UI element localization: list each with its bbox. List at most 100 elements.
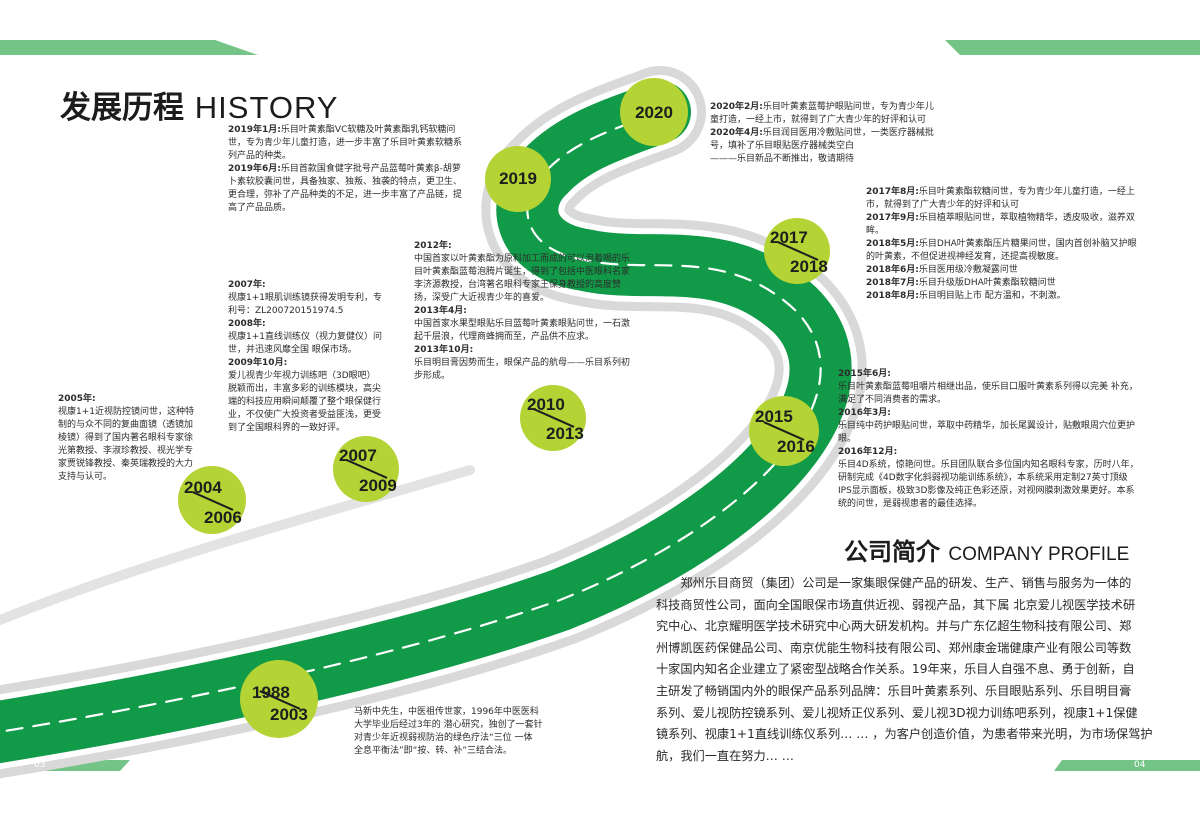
badge-2019: 2019 <box>485 146 551 212</box>
badge-year-2006: 2006 <box>204 508 242 527</box>
text-heading: 2019年1月: <box>228 125 281 135</box>
text-heading: 2020年2月: <box>710 102 763 112</box>
badge-year-2015: 2015 <box>755 407 793 426</box>
text-line: 家贾锐锋教授、秦英瑞教授的大力 <box>58 459 194 469</box>
text-heading: 2016年3月: <box>838 408 891 418</box>
profile-line: 郑州乐目商贸（集团）公司是一家集眼保健产品的研发、生产、销售与服务为一体的 <box>656 576 1132 590</box>
profile-line: 科技商贸性公司，面向全国眼保市场直供近视、弱视产品，其下属 北京爱儿视医学技术研 <box>656 597 1136 612</box>
text-line: 卜素软胶囊问世，具备独家、独叛、独袭的特点，更卫生、 <box>228 177 463 187</box>
badge-2017-2018: 2017 2018 <box>764 218 830 284</box>
text-line: 乐目明目膏因势而生，眼保产品的航母——乐目系列初 <box>414 358 631 368</box>
profile-line: 州博凯医药保健品公司、南京优能生物科技有限公司、郑州康金瑞健康产业有限公司等数 <box>656 640 1132 655</box>
profile-line: 系列、爱儿视防控镜系列、爱儿视矫正仪系列、爱儿视3D视力训练吧系列，视康1+1保… <box>656 705 1138 720</box>
text-line: 视康1+1近视防控镜问世，这种特 <box>58 407 194 417</box>
text-line: 扬，深受广大近视青少年的喜爱。 <box>414 293 550 303</box>
profile-line: 主研发了畅销国内外的眼保产品系列品牌：乐目叶黄素系列、乐目眼贴系列、乐目明目膏 <box>656 683 1132 698</box>
badge-year-2009: 2009 <box>359 476 397 495</box>
badge-year-1988: 1988 <box>252 683 290 702</box>
text-line: ———乐目新品不断推出，敬请期待 <box>710 154 855 164</box>
text-heading: 2020年4月: <box>710 128 763 138</box>
top-right-band <box>945 40 1200 55</box>
text-line: 乐目升级版DHA叶黄素酯软糖问世 <box>918 278 1056 288</box>
text-line: 眸。 <box>866 226 885 236</box>
company-profile-body: 郑州乐目商贸（集团）公司是一家集眼保健产品的研发、生产、销售与服务为一体的 科技… <box>656 573 1153 767</box>
badge-year-2020: 2020 <box>635 103 673 122</box>
text-line: 到了全国眼科界的一致好评。 <box>228 423 346 433</box>
badge-year-2016: 2016 <box>777 437 815 456</box>
text-line: 列产品的种类。 <box>228 151 292 161</box>
text-line: 棱镜）得到了国内著名眼科专家徐 <box>58 433 194 443</box>
page-number-left: 03 <box>34 760 46 770</box>
text-line: 乐目叶黄素酯软糖问世，专为青少年儿童打造，一经上 <box>918 187 1135 197</box>
text-heading: 2018年7月: <box>866 278 919 288</box>
text-line: 中国首家以叶黄素酯为原料加工而成的可以泡着喝的乐 <box>414 254 631 264</box>
text-line: 乐目植萃眼贴问世，萃取植物精华，透皮吸收，滋养双 <box>918 213 1135 223</box>
text-line: 制的与众不同的复曲面镜（透镜加 <box>58 420 194 430</box>
profile-title: 公司简介 COMPANY PROFILE <box>844 532 1129 567</box>
text-line: 乐目4D系统，惊艳问世。乐目团队联合多位国内知名眼科专家，历时八年， <box>838 460 1139 470</box>
text-line: 步形成。 <box>414 371 451 381</box>
text-line: 乐目叶黄素酯VC软糖及叶黄素酯乳钙软糖问 <box>280 125 456 135</box>
text-2005: 2005年: 视康1+1近视防控镜问世，这种特 制的与众不同的复曲面镜（透镜加 … <box>58 393 194 484</box>
profile-title-en: COMPANY PROFILE <box>948 544 1130 565</box>
text-line: 马新中先生，中医祖传世家，1996年中医医科 <box>354 707 539 717</box>
text-2017: 2017年8月:乐目叶黄素酯软糖问世，专为青少年儿童打造，一经上 市，就得到了广… <box>866 186 1137 303</box>
text-heading: 2017年9月: <box>866 213 919 223</box>
profile-line: 十家国内知名企业建立了紧密型战略合作关系。19年来，乐目人自强不息、勇于创新，自 <box>656 662 1135 677</box>
text-heading: 2012年: <box>414 241 452 251</box>
badge-year-2019: 2019 <box>499 169 537 188</box>
text-line: 眼。 <box>838 434 857 444</box>
text-line: 爱儿视青少年视力训练吧（3D眼吧） <box>228 371 376 381</box>
badge-year-2003: 2003 <box>270 705 308 724</box>
text-line: 乐目叶黄素蓝莓护眼贴问世，专为青少年儿 <box>762 102 934 112</box>
text-line: 的叶黄素，不但促进视神经发育，还提高视敏度。 <box>866 252 1065 262</box>
text-heading: 2015年6月: <box>838 369 891 379</box>
text-heading: 2016年12月: <box>838 447 898 457</box>
text-line: 世，并迅速风靡全国 眼保市场。 <box>228 345 357 355</box>
text-line: 全息平衡法”即“按、转、补”三结合法。 <box>354 746 512 756</box>
text-heading: 2018年6月: <box>866 265 919 275</box>
bottom-right-tab <box>1054 760 1200 771</box>
page-number-right: 04 <box>1134 760 1146 770</box>
badge-2007-2009: 2007 2009 <box>333 436 399 502</box>
text-line: 号，填补了乐目眼贴医疗器械类空白 <box>710 141 855 151</box>
text-heading: 2013年4月: <box>414 306 467 316</box>
text-2012: 2012年: 中国首家以叶黄素酯为原料加工而成的可以泡着喝的乐 目叶黄素酯蓝莓泡… <box>414 240 630 383</box>
text-line: 世，专为青少年儿童打造，进一步丰富了乐目叶黄素软糖系 <box>228 138 463 148</box>
text-line: 视康1+1直线训练仪（视力复健仪）问 <box>228 332 382 342</box>
text-line: 乐目叶黄素酯蓝莓咀嚼片相继出品，使乐目口服叶黄素系列得以完美 补充， <box>838 382 1138 392</box>
text-line: 统的问世，是弱视患者的最佳选择。 <box>838 499 983 509</box>
badge-year-2018: 2018 <box>790 257 828 276</box>
profile-line: 究中心、北京耀明医学技术研究中心两大研发机构。并与广东亿超生物科技有限公司、郑 <box>656 619 1132 634</box>
text-heading: 2018年5月: <box>866 239 919 249</box>
badge-year-2013: 2013 <box>546 424 584 443</box>
profile-line: 镜系列、视康1+1直线训练仪系列… … ，为客户创造价值，为患者带来光明，为市场… <box>656 727 1153 742</box>
badge-2004-2006: 2004 2006 <box>178 466 246 534</box>
badge-year-2017: 2017 <box>770 228 808 247</box>
profile-line: 航，我们一直在努力… … <box>656 748 794 763</box>
badge-1988-2003: 1988 2003 <box>240 660 318 738</box>
history-title: 发展历程 HISTORY <box>60 82 338 127</box>
history-title-en: HISTORY <box>194 90 339 125</box>
text-heading: 2005年: <box>58 394 96 404</box>
top-left-band <box>0 40 258 55</box>
text-line: 大学毕业后经过3年的 潜心研究，独创了一套针 <box>354 720 543 730</box>
badge-2015-2016: 2015 2016 <box>749 396 819 466</box>
text-line: 乐目医用级冷敷凝露问世 <box>918 265 1018 275</box>
text-heading: 2007年: <box>228 280 266 290</box>
text-line: 市，就得到了广大青少年的好评和认可 <box>866 200 1020 210</box>
text-line: 业，不仅使广大投资者受益匪浅，更受 <box>228 410 382 420</box>
text-heading: 2017年8月: <box>866 187 919 197</box>
text-heading: 2009年10月: <box>228 358 288 368</box>
text-heading: 2018年8月: <box>866 291 919 301</box>
text-2019: 2019年1月:乐目叶黄素酯VC软糖及叶黄素酯乳钙软糖问 世，专为青少年儿童打造… <box>228 124 462 215</box>
text-line: 高了产品品质。 <box>228 203 292 213</box>
text-line: 李济源教授，台湾著名眼科专家王保身教授的高度赞 <box>414 280 622 290</box>
profile-title-cn: 公司简介 <box>844 538 940 566</box>
text-heading: 2008年: <box>228 319 266 329</box>
text-line: 视康1+1眼肌训练镜获得发明专利，专 <box>228 293 382 303</box>
text-line: 目叶黄素酯蓝莓泡腾片诞生，得到了包括中医眼科名家 <box>414 267 631 277</box>
text-line: 支持与认可。 <box>58 472 113 482</box>
text-2007: 2007年: 视康1+1眼肌训练镜获得发明专利，专 利号：ZL200720151… <box>228 279 382 435</box>
text-line: 研制完成《4D数字化斜弱视功能训练系统》，本系统采用定制27英寸顶级 <box>838 473 1128 483</box>
